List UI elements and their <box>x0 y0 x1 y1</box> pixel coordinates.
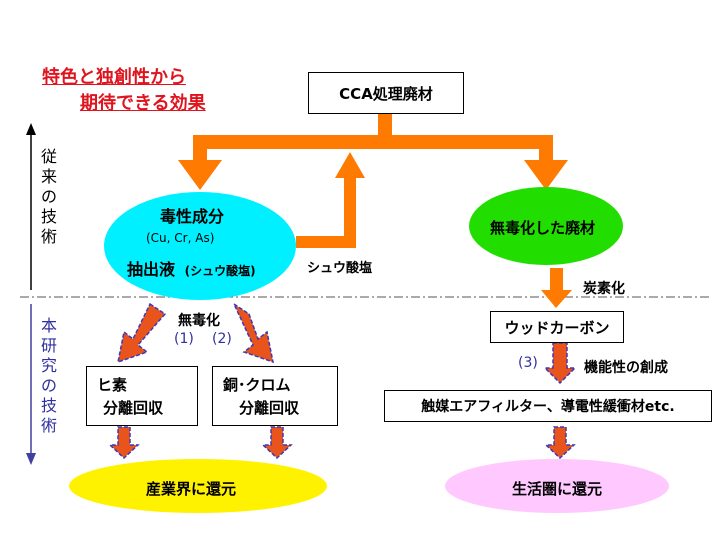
toxic-elements: (Cu, Cr, As) <box>146 231 215 245</box>
detoxify-label: 無毒化 <box>178 313 220 329</box>
arsenic-box: ヒ素 分離回収 <box>86 366 198 426</box>
arsenic-diagonal-arrow <box>117 302 167 364</box>
carbonize-label: 炭素化 <box>583 281 625 297</box>
arsenic-down-arrow <box>108 426 140 460</box>
heading-line-1: 特色と独創性から <box>42 67 186 88</box>
cca-waste-box: CCA処理廃材 <box>308 72 464 114</box>
cucr-down-arrow <box>261 426 293 460</box>
cucr-box: 銅･クロム 分離回収 <box>212 366 338 426</box>
oxalate-return-arrow <box>296 152 365 248</box>
oxalate-label: シュウ酸塩 <box>307 261 373 276</box>
applications-down-arrow <box>544 426 576 460</box>
arsenic-sub-label: 分離回収 <box>103 399 164 417</box>
split-connector <box>178 113 568 190</box>
cucr-sub-label: 分離回収 <box>239 399 300 417</box>
carbonize-arrow <box>541 268 572 308</box>
life-ellipse <box>445 459 669 513</box>
applications-label: 触媒エアフィルター、導電性緩衝材etc. <box>421 399 675 415</box>
extract-label: 抽出液 (シュウ酸塩) <box>127 260 256 279</box>
detox-waste-label: 無毒化した廃材 <box>490 219 596 237</box>
applications-box: 触媒エアフィルター、導電性緩衝材etc. <box>384 390 712 422</box>
cca-waste-label: CCA処理廃材 <box>339 84 433 103</box>
cucr-label: 銅･クロム <box>223 376 291 394</box>
life-label: 生活圏に還元 <box>512 480 603 498</box>
side-axis-up-arrow <box>26 123 36 290</box>
wood-carbon-label: ウッドカーボン <box>504 318 610 337</box>
step-3-label: (3) <box>518 355 538 371</box>
function-label: 機能性の創成 <box>584 360 668 376</box>
step-2-label: (2) <box>212 331 232 347</box>
side-axis-down-arrow <box>26 304 36 465</box>
industry-label: 産業界に還元 <box>146 480 237 498</box>
heading-line-2: 期待できる効果 <box>80 93 206 114</box>
cucr-diagonal-arrow <box>232 301 274 364</box>
function-arrow <box>543 342 577 385</box>
detox-waste-ellipse <box>469 187 623 265</box>
toxic-component-title: 毒性成分 <box>160 207 225 226</box>
side-label-conventional: 従 来 の 技 術 <box>40 147 57 246</box>
industry-ellipse <box>69 459 327 513</box>
arsenic-label: ヒ素 <box>97 376 128 394</box>
wood-carbon-box: ウッドカーボン <box>490 311 624 343</box>
side-label-this-study: 本 研 究 の 技 術 <box>40 316 57 435</box>
toxic-extract-ellipse <box>104 192 296 300</box>
step-1-label: (1) <box>174 331 194 347</box>
